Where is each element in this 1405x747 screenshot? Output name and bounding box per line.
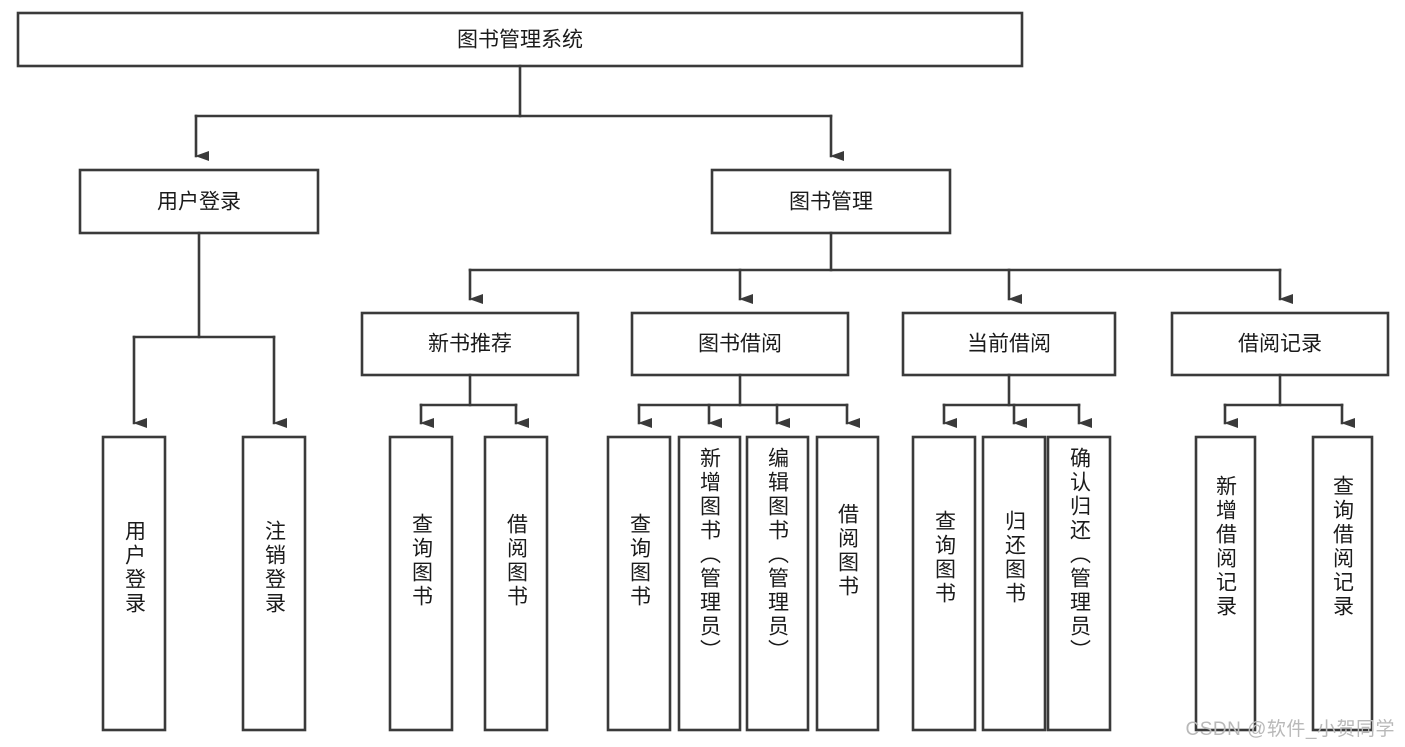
node-new-book[interactable]: 新书推荐 xyxy=(360,311,580,377)
leaf-box-query-record[interactable] xyxy=(1311,435,1374,732)
leaf-box-add-book[interactable] xyxy=(677,435,742,732)
leaf-box-query-book-new[interactable] xyxy=(388,435,454,732)
node-root[interactable]: 图书管理系统 xyxy=(16,11,1024,68)
node-record-label: 借阅记录 xyxy=(1238,333,1322,356)
node-user-login-label: 用户登录 xyxy=(157,191,241,214)
node-book-manage-label: 图书管理 xyxy=(789,191,873,214)
node-root-label: 图书管理系统 xyxy=(457,29,583,52)
leaf-box-query-book[interactable] xyxy=(606,435,672,732)
leaf-box-confirm-return[interactable] xyxy=(1046,435,1112,732)
leaf-box-borrow-book-new[interactable] xyxy=(483,435,549,732)
node-current-borrow-label: 当前借阅 xyxy=(967,333,1051,356)
node-record[interactable]: 借阅记录 xyxy=(1170,311,1390,377)
csdn-watermark: CSDN @软件_小贺同学 xyxy=(1185,719,1395,740)
leaf-box-user-login[interactable] xyxy=(101,435,167,732)
node-current-borrow[interactable]: 当前借阅 xyxy=(901,311,1117,377)
leaf-box-return-book[interactable] xyxy=(981,435,1047,732)
leaf-box-edit-book[interactable] xyxy=(745,435,810,732)
node-borrow[interactable]: 图书借阅 xyxy=(630,311,850,377)
leaf-box-add-record[interactable] xyxy=(1194,435,1257,732)
leaf-box-logout[interactable] xyxy=(241,435,307,732)
leaf-box-borrow-book[interactable] xyxy=(815,435,880,732)
node-new-book-label: 新书推荐 xyxy=(428,333,512,356)
leaf-box-query-book-cur[interactable] xyxy=(911,435,977,732)
node-book-manage[interactable]: 图书管理 xyxy=(710,168,952,235)
node-user-login[interactable]: 用户登录 xyxy=(78,168,320,235)
node-borrow-label: 图书借阅 xyxy=(698,333,782,356)
